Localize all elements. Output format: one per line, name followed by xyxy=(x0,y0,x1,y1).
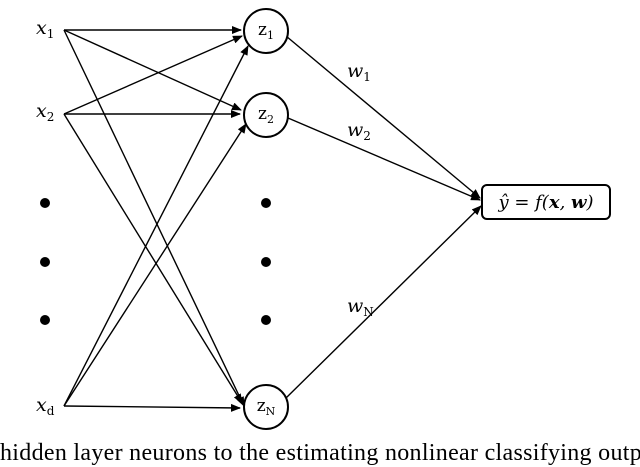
weight-label-wN: wN xyxy=(347,295,374,319)
hidden-node-zN xyxy=(243,384,289,430)
input-label-x1: x1 xyxy=(36,17,55,41)
weight-label-w1: w1 xyxy=(347,60,371,84)
input-label-x2: x2 xyxy=(36,100,55,124)
input-ellipsis-dot xyxy=(40,315,50,325)
hidden-ellipsis-dot xyxy=(261,198,271,208)
edge-z2-output xyxy=(287,117,481,201)
hidden-label-z1: z1 xyxy=(258,20,274,42)
input-hidden-edges xyxy=(63,26,249,412)
output-formula: ŷ = f(x, w) xyxy=(498,191,594,213)
edge-xd-zN xyxy=(63,403,241,412)
edge-z1-output xyxy=(285,35,481,199)
hidden-ellipsis-dot xyxy=(261,315,271,325)
edge-zN-output xyxy=(285,205,482,399)
edge-x1-z2 xyxy=(63,29,242,111)
hidden-ellipsis-dot xyxy=(261,257,271,267)
input-label-xd: xd xyxy=(36,394,55,418)
weight-label-w2: w2 xyxy=(347,119,371,143)
output-function-box: ŷ = f(x, w) xyxy=(481,184,611,220)
edge-x2-z1 xyxy=(63,35,243,115)
input-ellipsis-dot xyxy=(40,257,50,267)
hidden-node-z2 xyxy=(243,92,289,138)
hidden-label-zN: zN xyxy=(256,396,276,418)
hidden-output-edges xyxy=(285,35,482,399)
input-ellipsis-dot xyxy=(40,198,50,208)
figure-caption-partial: hidden layer neurons to the estimating n… xyxy=(0,440,640,466)
edge-xd-z1 xyxy=(63,45,249,407)
hidden-label-z2: z2 xyxy=(258,104,274,126)
hidden-node-z1 xyxy=(243,8,289,54)
edge-x1-zN xyxy=(63,29,245,407)
edge-x2-zN xyxy=(63,113,243,404)
edge-xd-z2 xyxy=(63,123,247,407)
